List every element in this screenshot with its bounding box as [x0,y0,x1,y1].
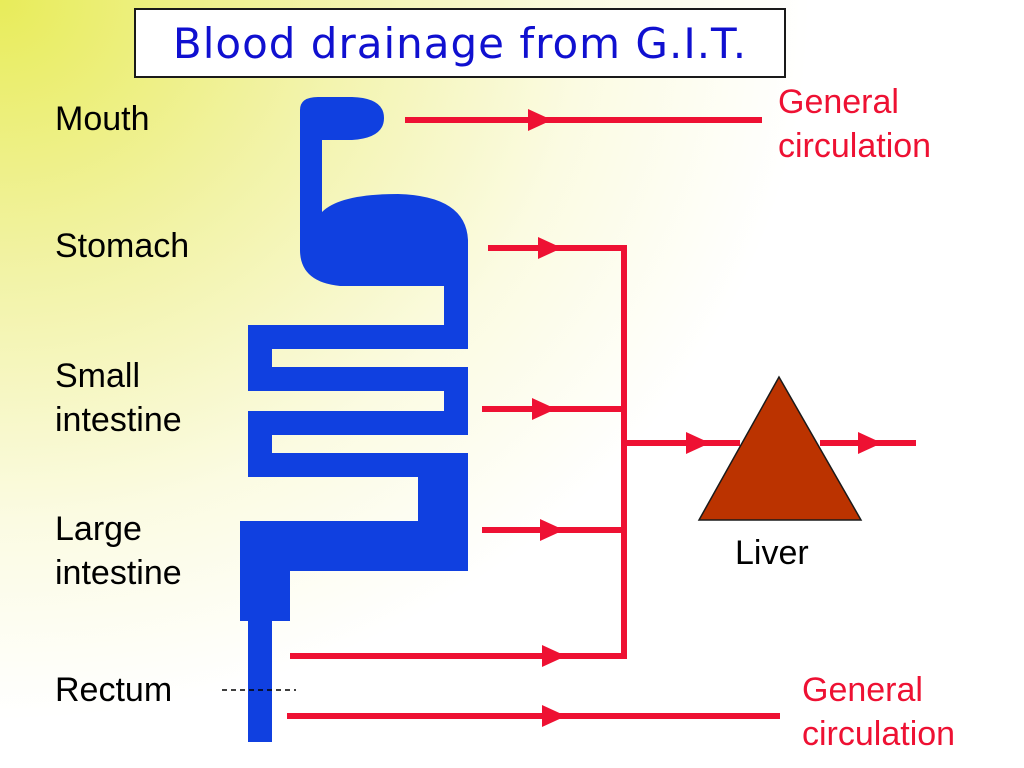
label-large-intestine: Large intestine [55,507,182,595]
general-circulation-top-line1: General [778,83,899,121]
large-intestine-segment [240,521,290,621]
general-circulation-bottom-line2: circulation [802,715,956,753]
label-small-intestine: Small intestine [55,354,182,442]
arrowhead [686,432,710,454]
liver-shape [697,375,863,521]
rectum-shape [248,618,272,742]
label-general-circulation-top: General circulation [778,80,931,168]
small-intestine-segment [248,411,468,435]
label-rectum: Rectum [55,671,173,709]
title: Blood drainage from G.I.T. [172,18,748,68]
label-large-intestine-line2: intestine [55,554,182,592]
title-box: Blood drainage from G.I.T. [134,8,786,78]
label-general-circulation-bottom: General circulation [802,668,955,756]
arrowhead [538,237,562,259]
general-circulation-bottom-line1: General [802,671,923,709]
blood-vessels [287,117,916,719]
arrowhead [542,645,566,667]
label-mouth: Mouth [55,100,150,138]
label-small-intestine-line1: Small [55,357,141,395]
arrowhead [532,398,556,420]
arrowhead [542,705,566,727]
general-circulation-top-line2: circulation [778,127,932,165]
stomach-shape [300,190,468,326]
small-intestine-segment [248,367,468,391]
label-stomach: Stomach [55,227,190,265]
label-large-intestine-line1: Large [55,510,142,548]
label-liver: Liver [735,534,809,572]
arrowheads [528,109,882,727]
label-small-intestine-line2: intestine [55,401,182,439]
arrowhead [528,109,552,131]
gut-tube [240,97,468,742]
arrowhead [540,519,564,541]
small-intestine-segment [248,325,468,349]
arrowhead [858,432,882,454]
